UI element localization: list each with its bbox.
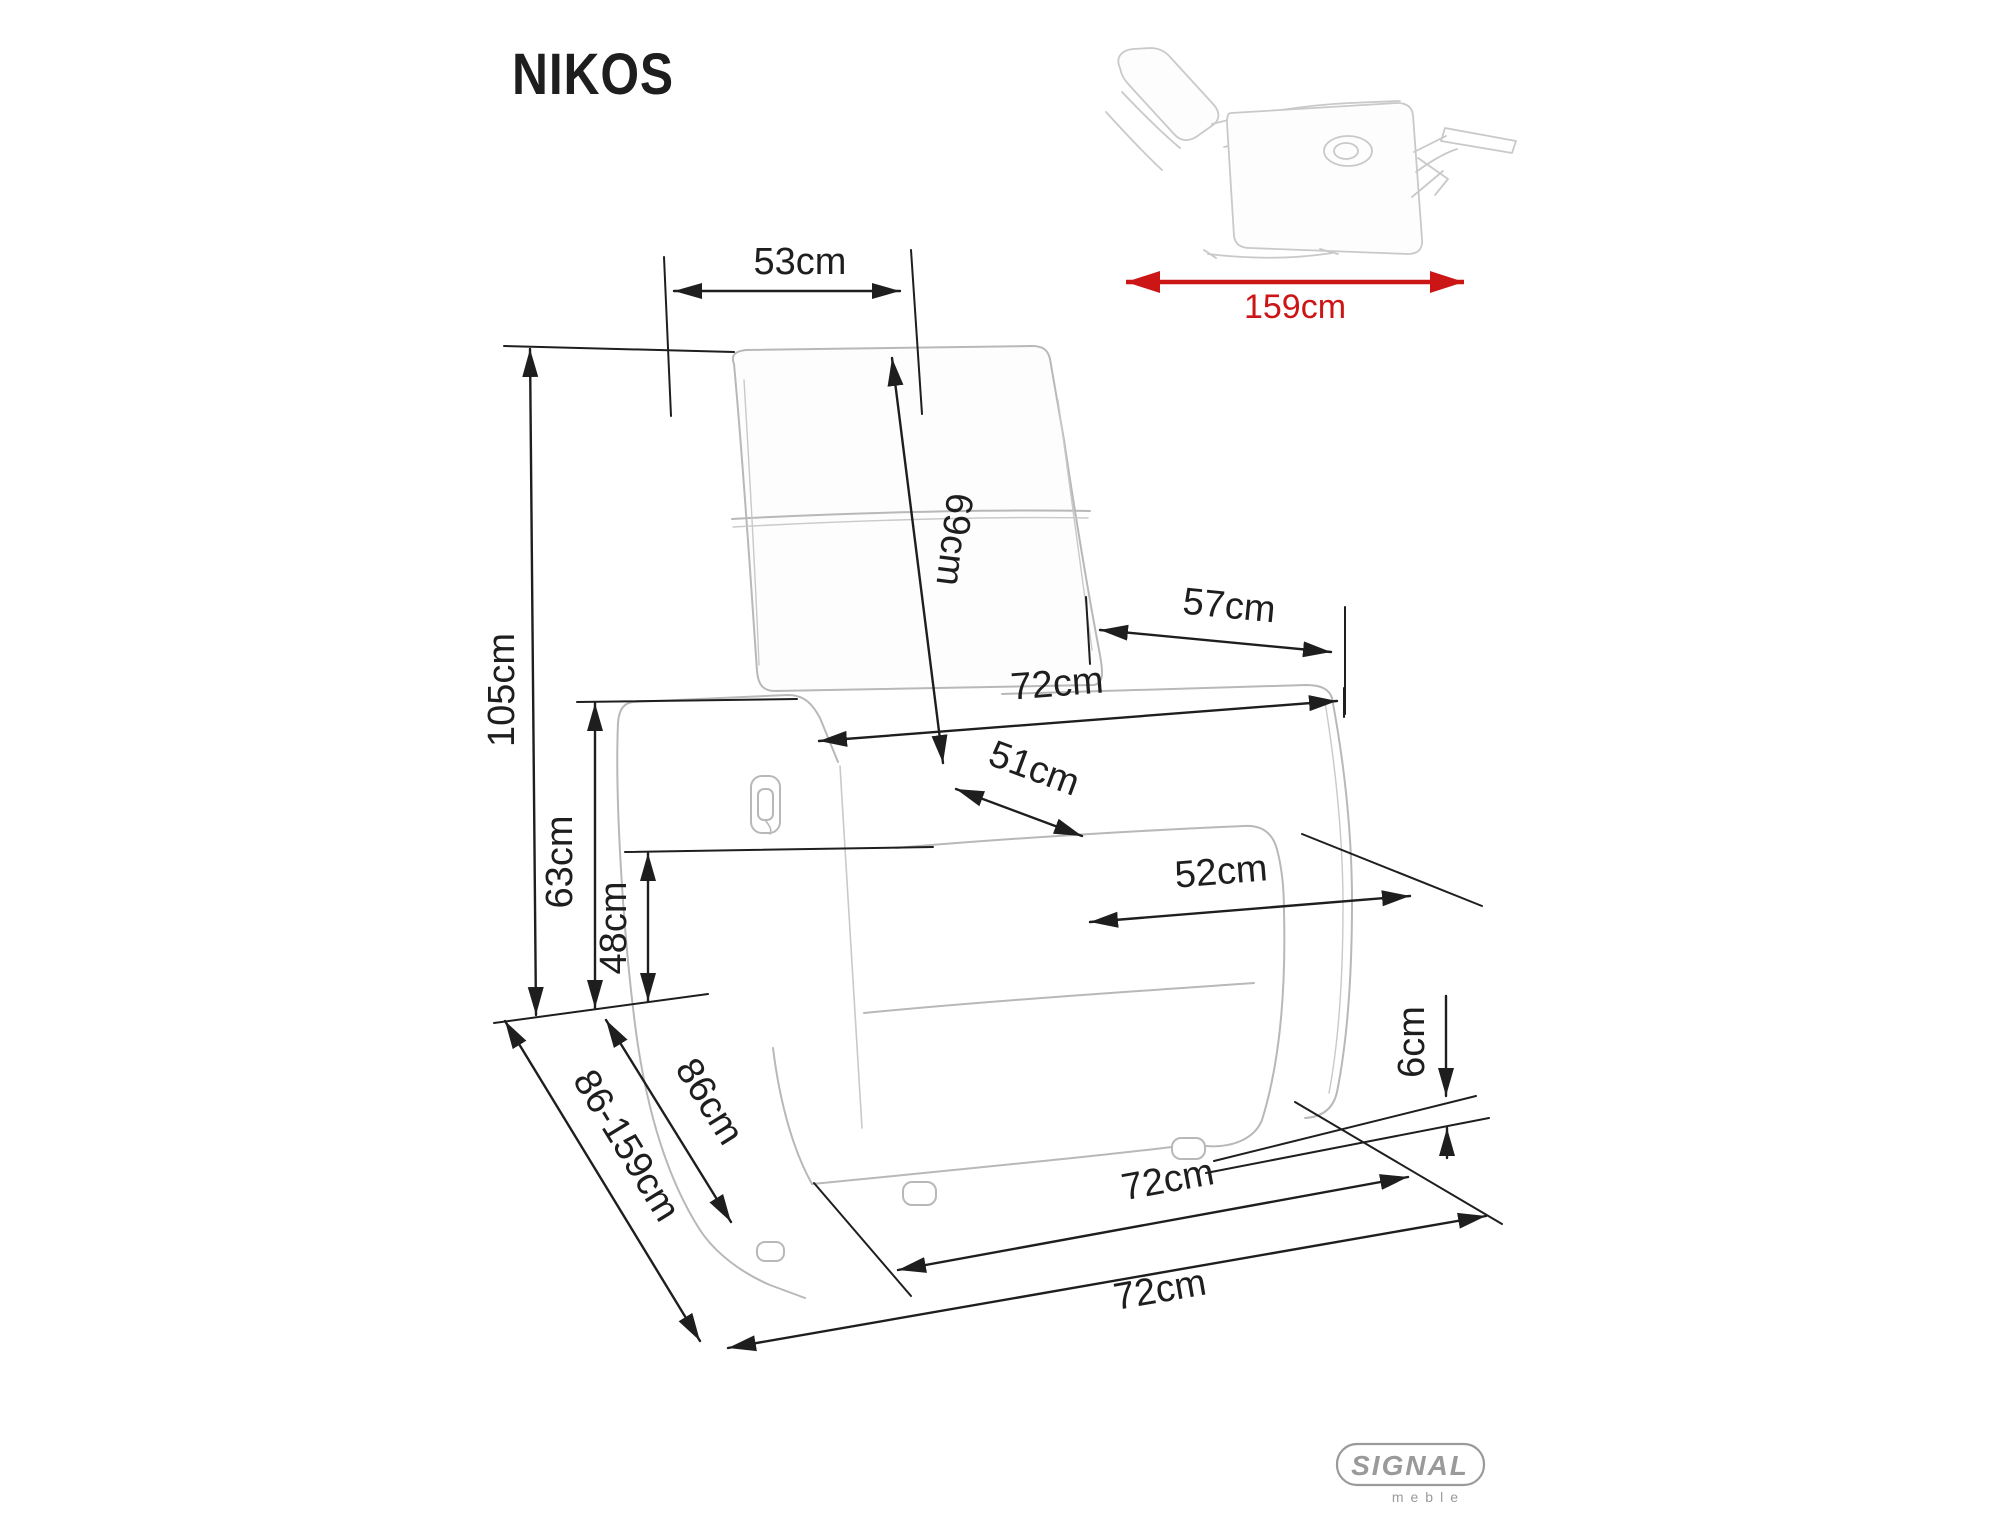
- dim-105cm-line: [522, 347, 544, 1017]
- dim-72cm-a-ext-right: [1294, 1101, 1503, 1225]
- backrest-left-stitch: [743, 379, 760, 666]
- dim-63cm-ext-top: [576, 698, 798, 703]
- dim-6cm-ext-lower: [1205, 1117, 1490, 1174]
- front-right-foot: [1171, 1137, 1206, 1160]
- front-panel-right-edge: [1205, 911, 1286, 1148]
- dim-51cm-text: 51cm: [983, 733, 1085, 805]
- dim-72cm-a-ext-left: [813, 1182, 912, 1297]
- recliner-front-drawing: [616, 345, 1353, 1299]
- dim-48cm-text: 48cm: [593, 882, 635, 975]
- dim-52cm-line: [1088, 890, 1412, 928]
- recliner-handle: [750, 775, 781, 835]
- dim-48cm-ext-top: [624, 846, 934, 853]
- dim-63cm-text: 63cm: [539, 816, 581, 909]
- left-armrest-inner-edge: [839, 765, 863, 1129]
- dim-105cm-text: 105cm: [481, 633, 523, 747]
- dim-72cm-mid-line: [817, 695, 1339, 747]
- left-armrest-top: [632, 694, 839, 763]
- inset-handle-outer: [1323, 135, 1373, 167]
- inset-footrest-panel: [1440, 127, 1517, 154]
- dim-52cm-text: 52cm: [1173, 847, 1269, 896]
- dim-6cm-text: 6cm: [1391, 1006, 1433, 1078]
- dim-57cm-ext-left: [1085, 596, 1091, 665]
- dim-159cm-label: 159cm: [1244, 288, 1346, 326]
- signal-meble-logo: SIGNAL meble: [1335, 1442, 1486, 1505]
- dim-86-159cm-text: 86-159cm: [564, 1063, 688, 1229]
- inset-handle-inner: [1333, 142, 1359, 160]
- dim-86-159cm-line: [503, 1019, 702, 1343]
- inset-headrest: [1117, 47, 1220, 141]
- dim-52cm-ext-right: [1301, 833, 1483, 907]
- page-title: NIKOS: [512, 42, 674, 107]
- inset-backrest-band: [1105, 91, 1181, 171]
- dim-72cm-b-text: 72cm: [1111, 1262, 1210, 1319]
- chair-bottom-edge: [811, 1146, 1173, 1185]
- left-foot: [756, 1241, 785, 1262]
- front-panel-seam: [863, 982, 1255, 1014]
- backrest-outline: [731, 345, 1104, 692]
- floor-reference-line: [493, 993, 709, 1024]
- dim-6cm-ext-upper: [1213, 1095, 1477, 1162]
- right-panel-stitch: [1324, 701, 1344, 1094]
- logo-name: SIGNAL: [1351, 1450, 1469, 1481]
- logo-subtitle: meble: [1392, 1489, 1465, 1505]
- dim-51cm-line: [954, 787, 1084, 838]
- inset-footrest-linkage: [1411, 135, 1458, 198]
- dim-86cm-line: [604, 1018, 733, 1224]
- front-left-foot: [902, 1181, 937, 1206]
- dim-105cm-ext-top: [503, 345, 735, 353]
- dim-57cm-text: 57cm: [1181, 581, 1278, 632]
- dimension-lines: [493, 249, 1503, 1352]
- dim-72cm-b-line: [726, 1212, 1488, 1352]
- recliner-reclined-inset-drawing: [1105, 47, 1517, 259]
- chair-bottom-left-corner: [772, 1047, 813, 1185]
- dim-72cm-mid-text: 72cm: [1009, 660, 1105, 709]
- inset-side-panel: [1226, 102, 1423, 255]
- dim-53cm-ext-left: [663, 256, 672, 417]
- seat-front-edge: [895, 824, 1285, 913]
- inset-base: [1203, 248, 1339, 259]
- dim-57cm-line: [1098, 624, 1333, 658]
- right-panel-outer-edge: [1304, 697, 1353, 1119]
- logo-pill-border: [1335, 1442, 1486, 1487]
- dim-72cm-a-text: 72cm: [1118, 1151, 1217, 1209]
- inset-length-dimension: 159cm: [1126, 271, 1464, 326]
- dim-53cm-text: 53cm: [754, 241, 847, 283]
